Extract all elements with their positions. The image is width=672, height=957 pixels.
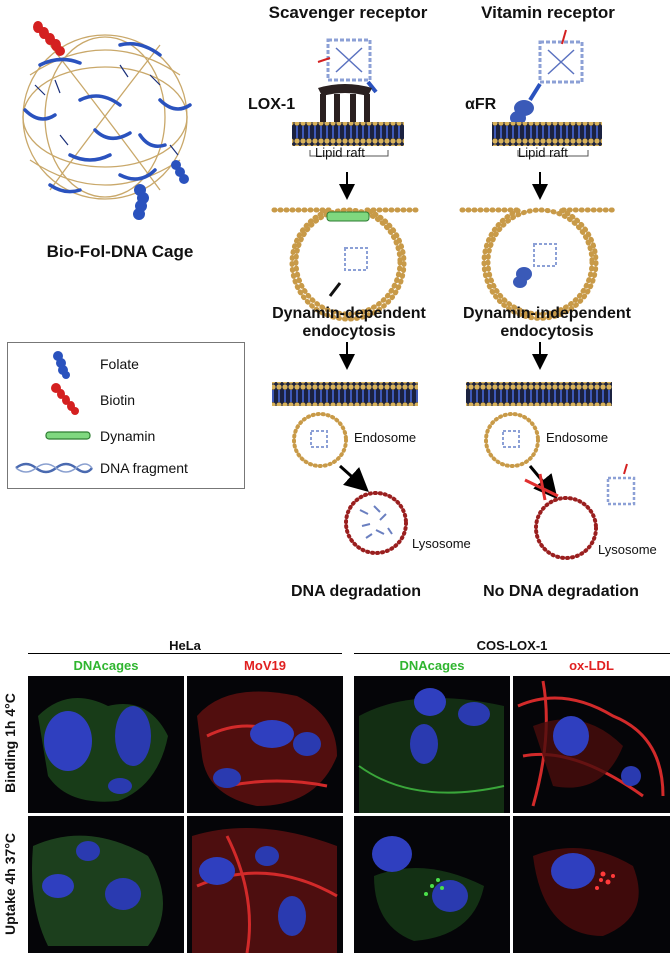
pathway-diagram (271, 29, 636, 560)
legend-item-dna-fragment: DNA fragment (8, 455, 244, 481)
label-mechanism-left: Dynamin-dependent endocytosis (260, 305, 438, 341)
label-endosome-right: Endosome (546, 430, 609, 445)
legend-label-biotin: Biotin (100, 392, 136, 408)
label-endosome-left: Endosome (354, 430, 417, 445)
group-label-hela: HeLa (169, 638, 201, 653)
dynamin-icon (45, 431, 91, 440)
label-lipid-raft-left: Lipid raft (315, 145, 365, 160)
biotin-icon (51, 383, 79, 415)
header-scavenger-receptor: Scavenger receptor (268, 3, 428, 22)
micrograph-hela-dnacages-binding (28, 676, 184, 813)
left-cage-icon (317, 38, 378, 94)
row-label-binding: Binding 1h 4°C (2, 693, 18, 793)
legend-label-folate: Folate (100, 356, 139, 372)
label-lipid-raft-right: Lipid raft (518, 145, 568, 160)
group-label-cos-lox1: COS-LOX-1 (476, 638, 548, 653)
stain-label-cos-dnacages: DNAcages (399, 658, 465, 673)
label-outcome-right: No DNA degradation (483, 583, 639, 600)
mechanism-right-line2: endocytosis (500, 323, 594, 340)
label-afr: αFR (465, 96, 497, 113)
right-cage-icon (528, 29, 584, 102)
micrograph-hela-mov19-uptake (187, 816, 343, 953)
row-label-uptake: Uptake 4h 37°C (2, 832, 18, 936)
micrograph-hela-mov19-binding (187, 676, 343, 813)
lox1-receptor (318, 84, 372, 124)
stain-label-hela-mov19: MoV19 (244, 658, 286, 673)
label-lysosome-right: Lysosome (598, 542, 657, 557)
micrograph-cos-dnacages-uptake (354, 816, 510, 953)
stain-label-hela-dnacages: DNAcages (73, 658, 139, 673)
legend-label-dynamin: Dynamin (100, 428, 156, 444)
legend-label-dna-fragment: DNA fragment (100, 460, 188, 476)
label-outcome-left: DNA degradation (290, 583, 422, 600)
legend-item-dynamin: Dynamin (8, 423, 244, 449)
dna-cage-illustration (0, 5, 215, 235)
afr-receptor (510, 100, 534, 125)
label-lysosome-left: Lysosome (412, 536, 471, 551)
mechanism-right-line1: Dynamin-independent (462, 305, 631, 322)
group-divider-cos-lox1 (354, 653, 670, 654)
cage-caption: Bio-Fol-DNA Cage (46, 242, 194, 261)
dna-fragment-icon (15, 462, 93, 474)
mechanism-left-line1: Dynamin-dependent (272, 305, 426, 322)
legend-item-biotin: Biotin (8, 383, 244, 415)
mechanism-left-line2: endocytosis (302, 323, 396, 340)
header-vitamin-receptor: Vitamin receptor (481, 3, 615, 22)
label-mechanism-right: Dynamin-independent endocytosis (452, 305, 642, 341)
micrograph-hela-dnacages-uptake (28, 816, 184, 953)
micrograph-cos-oxldl-uptake (513, 816, 670, 953)
micrograph-cos-dnacages-binding (354, 676, 510, 813)
label-lox1: LOX-1 (248, 96, 296, 113)
legend-item-folate: Folate (8, 349, 244, 379)
group-divider-hela (28, 653, 342, 654)
stain-label-cos-oxldl: ox-LDL (569, 658, 614, 673)
legend: Folate Biotin Dynamin DNA fragment (7, 342, 245, 489)
micrograph-cos-oxldl-binding (513, 676, 670, 813)
folate-icon (53, 351, 70, 379)
